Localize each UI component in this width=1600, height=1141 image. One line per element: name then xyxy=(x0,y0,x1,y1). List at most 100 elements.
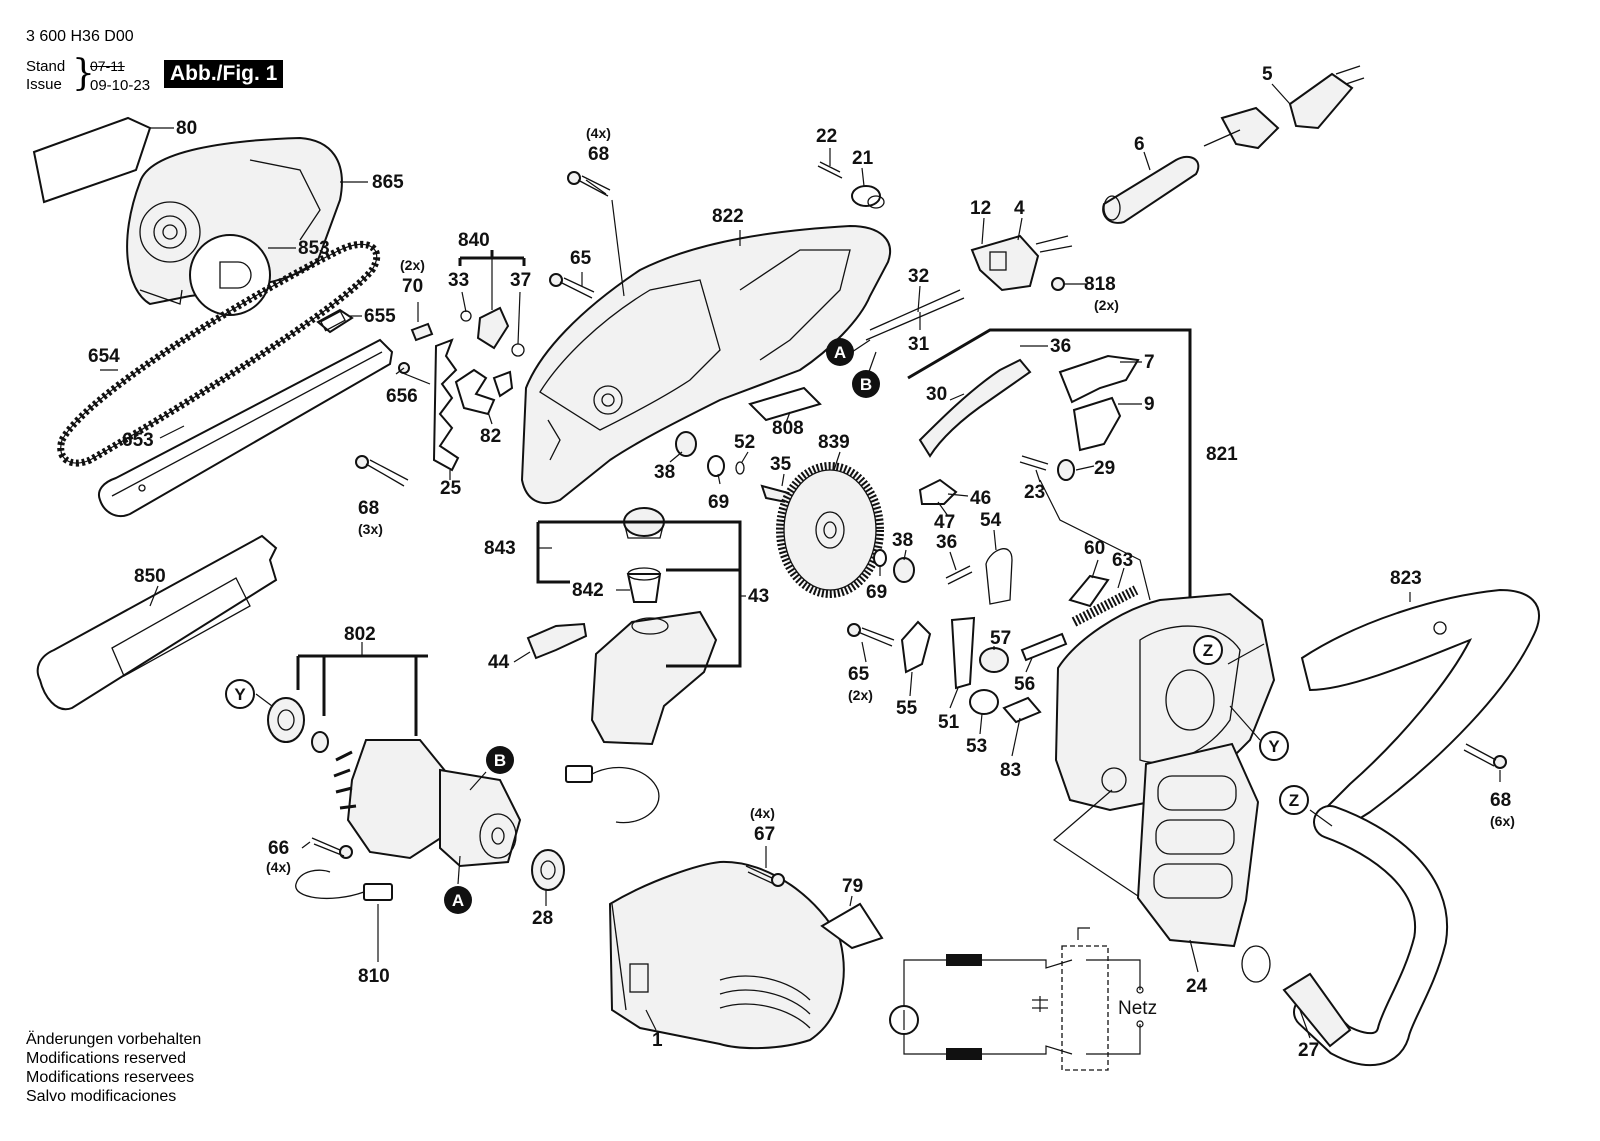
callout-23: 23 xyxy=(1024,482,1045,503)
callout-33: 33 xyxy=(448,270,469,291)
part-25-bumper-spike xyxy=(432,338,460,472)
callout-818: 818 xyxy=(1084,274,1116,295)
part-66-screw xyxy=(311,837,353,859)
part-654-saw-chain xyxy=(57,241,381,467)
leader-lines xyxy=(100,83,1501,1039)
callout-810: 810 xyxy=(358,966,390,987)
part-808-label xyxy=(748,386,822,422)
callout-53: 53 xyxy=(966,736,987,757)
callout-55: 55 xyxy=(896,698,918,719)
callout-802: 802 xyxy=(344,624,376,645)
part-853-washer xyxy=(189,234,271,316)
ref-marker-a-top: A xyxy=(826,338,854,366)
callout-7: 7 xyxy=(1144,352,1155,373)
svg-text:Y: Y xyxy=(1268,737,1280,756)
part-6-cable-sleeve xyxy=(1102,155,1200,224)
part-57-56 xyxy=(979,632,1068,673)
ref-marker-z-upper: Z xyxy=(1193,635,1223,665)
part-79-cover xyxy=(820,902,884,950)
screw-65-upper xyxy=(549,273,595,299)
callout-51: 51 xyxy=(938,712,960,733)
ref-marker-b-top: B xyxy=(852,370,880,398)
callout-850: 850 xyxy=(134,566,166,587)
part-motor-stator xyxy=(439,768,522,868)
callout-67-qty: (4x) xyxy=(750,805,775,821)
callout-47: 47 xyxy=(934,512,955,533)
part-802-armature xyxy=(267,697,452,860)
part-810-carbon-brushes xyxy=(295,765,660,901)
part-842-filter xyxy=(626,567,662,603)
callout-823: 823 xyxy=(1390,568,1422,589)
callout-821: 821 xyxy=(1206,444,1238,465)
part-54-strap xyxy=(985,548,1013,605)
callout-22: 22 xyxy=(816,126,837,147)
part-51-latch xyxy=(950,616,976,690)
part-22-spring xyxy=(817,161,843,179)
part-68c-screw xyxy=(1463,743,1507,769)
part-12-4-switch xyxy=(970,234,1073,292)
part-24-rear-handle xyxy=(1136,742,1260,948)
callout-865: 865 xyxy=(372,172,404,193)
part-653-guide-bar xyxy=(98,338,394,518)
callout-1: 1 xyxy=(652,1030,663,1051)
part-28-bearing xyxy=(531,849,565,891)
part-80-label-plate xyxy=(32,116,152,204)
callout-65-lower-qty: (2x) xyxy=(848,687,873,703)
callout-822: 822 xyxy=(712,206,744,227)
stand-label: Stand xyxy=(26,58,66,75)
part-31-32-cables xyxy=(865,289,965,341)
callout-28: 28 xyxy=(532,908,553,929)
part-823-hand-guard xyxy=(1300,588,1540,838)
callout-654: 654 xyxy=(88,346,120,367)
ref-marker-b-motor: B xyxy=(486,746,514,774)
svg-text:A: A xyxy=(452,891,464,910)
callout-68-upper-qty: (4x) xyxy=(586,125,611,141)
callout-67: 67 xyxy=(754,824,775,845)
svg-text:B: B xyxy=(494,751,506,770)
callout-68-lower: 68 xyxy=(358,498,379,519)
part-69-washer xyxy=(707,455,725,477)
callout-4: 4 xyxy=(1014,198,1025,219)
note-es: Salvo modificaciones xyxy=(26,1088,177,1105)
date-old: 07-11 xyxy=(90,58,125,74)
part-65b-screw xyxy=(847,623,895,647)
part-53-83 xyxy=(969,689,1042,724)
callout-843: 843 xyxy=(484,538,516,559)
part-38-bearing xyxy=(675,431,697,457)
callout-63: 63 xyxy=(1112,550,1133,571)
callout-5: 5 xyxy=(1262,64,1273,85)
callout-653: 653 xyxy=(122,430,154,451)
screw-68-lower xyxy=(355,455,409,487)
callout-70: 70 xyxy=(402,276,423,297)
wiring-schematic: Netz xyxy=(889,927,1157,1071)
part-840-oil-pump xyxy=(460,306,525,357)
callout-21: 21 xyxy=(852,148,874,169)
note-de: Änderungen vorbehalten xyxy=(26,1031,202,1048)
callout-853: 853 xyxy=(298,238,330,259)
callout-37: 37 xyxy=(510,270,531,291)
screw-68-upper xyxy=(567,171,611,197)
modification-notes: Änderungen vorbehalten Modifications res… xyxy=(26,1030,201,1106)
screw-70 xyxy=(410,322,434,342)
ref-marker-a-motor: A xyxy=(444,886,472,914)
callout-69-left: 69 xyxy=(708,492,729,513)
callout-68-lower-qty: (3x) xyxy=(358,521,383,537)
callout-818-qty: (2x) xyxy=(1094,297,1119,313)
callout-9: 9 xyxy=(1144,394,1155,415)
callout-66: 66 xyxy=(268,838,289,859)
callout-52: 52 xyxy=(734,432,755,453)
callout-82: 82 xyxy=(480,426,501,447)
part-55-lever xyxy=(900,620,932,674)
part-43-oil-tank xyxy=(590,610,718,746)
schematic-netz-label: Netz xyxy=(1118,998,1157,1019)
part-5-power-plug xyxy=(1203,65,1365,150)
svg-text:Z: Z xyxy=(1203,641,1213,660)
part-21-button xyxy=(851,185,885,209)
callout-65-lower: 65 xyxy=(848,664,870,685)
callout-54: 54 xyxy=(980,510,1002,531)
callout-656: 656 xyxy=(386,386,418,407)
part-44-pump-fitting xyxy=(526,622,588,660)
callout-60: 60 xyxy=(1084,538,1105,559)
part-82-clip xyxy=(454,368,514,416)
